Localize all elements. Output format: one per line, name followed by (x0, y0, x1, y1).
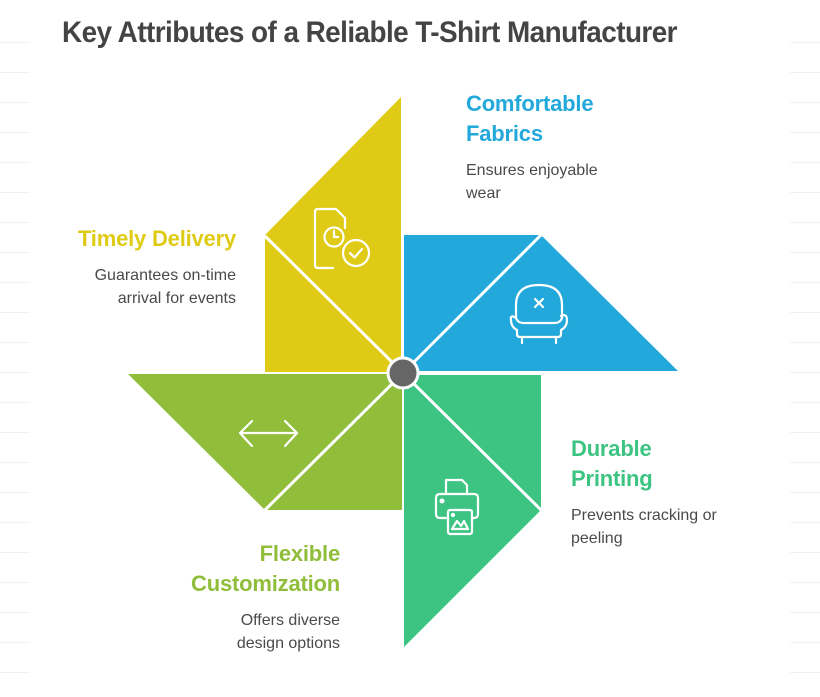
segment-flexible-customization (128, 371, 405, 512)
label-flexible-customization: Flexible Customization Offers diverse de… (191, 539, 340, 655)
pinwheel-hub (386, 356, 420, 390)
page-title: Key Attributes of a Reliable T-Shirt Man… (62, 16, 678, 49)
label-durable-printing: Durable Printing Prevents cracking or pe… (571, 434, 717, 550)
description-comfortable-fabrics: Ensures enjoyable wear (466, 162, 598, 202)
armchair-icon (509, 283, 569, 345)
segment-comfortable-fabrics (401, 233, 678, 375)
document-clock-check-icon (313, 207, 371, 270)
heading-timely-delivery: Timely Delivery (77, 226, 236, 251)
printer-image-icon (434, 478, 480, 536)
heading-durable-printing: Durable Printing (571, 436, 653, 491)
heading-comfortable-fabrics: Comfortable Fabrics (466, 91, 594, 146)
description-durable-printing: Prevents cracking or peeling (571, 507, 717, 547)
segment-durable-printing (401, 371, 543, 647)
label-timely-delivery: Timely Delivery Guarantees on-time arriv… (78, 224, 236, 310)
watermark-lines-left (0, 0, 30, 697)
watermark-lines-right (790, 0, 820, 697)
label-comfortable-fabrics: Comfortable Fabrics Ensures enjoyable we… (466, 89, 598, 205)
description-flexible-customization: Offers diverse design options (236, 612, 340, 652)
double-arrow-icon (238, 419, 299, 448)
heading-flexible-customization: Flexible Customization (191, 541, 340, 596)
description-timely-delivery: Guarantees on-time arrival for events (94, 267, 236, 307)
segment-timely-delivery (263, 97, 405, 375)
